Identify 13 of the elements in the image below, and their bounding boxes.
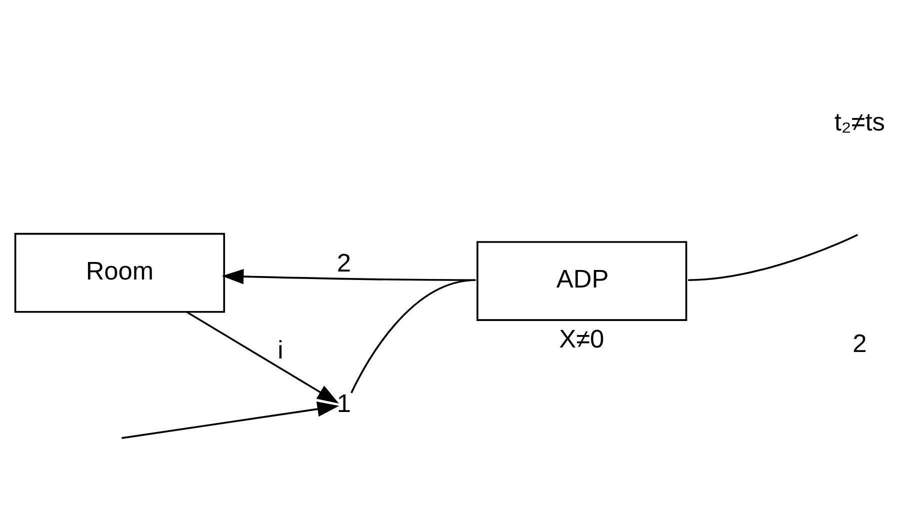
arrow xyxy=(222,268,476,284)
connector xyxy=(688,234,858,282)
node-box: Room xyxy=(14,232,226,313)
arrow xyxy=(186,311,339,404)
node-box: ADP xyxy=(476,241,688,321)
node-text: 1 xyxy=(336,390,352,418)
node-label: X≠0 xyxy=(559,326,604,354)
edge-label: i xyxy=(278,336,284,365)
label: t₂≠ts xyxy=(834,108,885,137)
arrow xyxy=(122,401,340,439)
edge-label: 2 xyxy=(336,249,352,278)
label: 2 xyxy=(852,330,867,358)
connector xyxy=(350,279,476,394)
